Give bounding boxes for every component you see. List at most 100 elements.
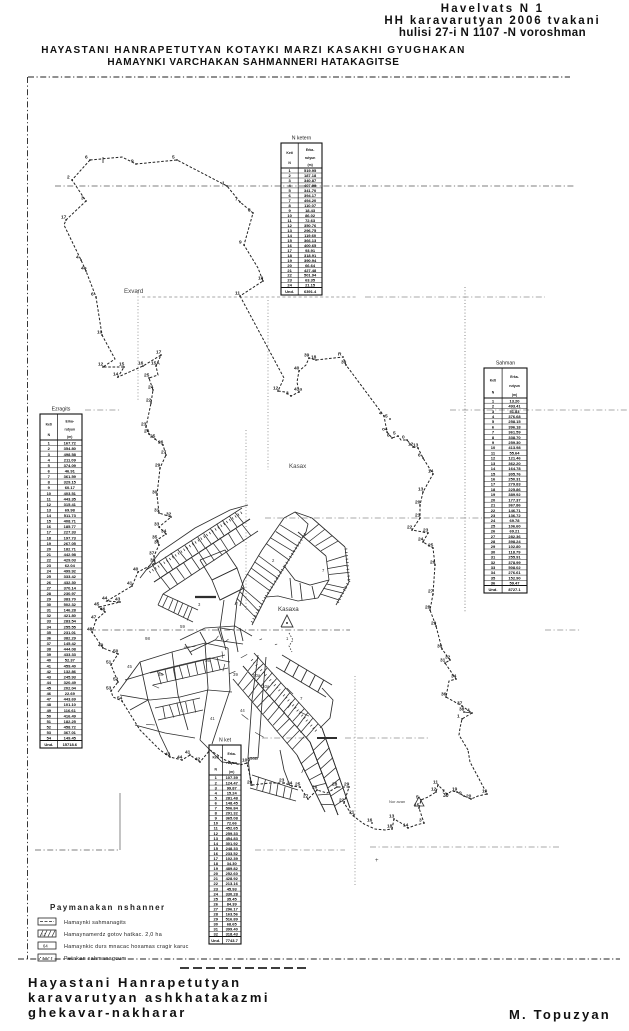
svg-text:320.49: 320.49 [64, 680, 77, 685]
svg-text:5: 5 [48, 463, 51, 468]
svg-text:121.46: 121.46 [508, 456, 521, 461]
svg-text:24: 24 [47, 569, 52, 574]
svg-text:45: 45 [127, 664, 132, 669]
svg-text:13: 13 [418, 487, 424, 493]
svg-text:54: 54 [117, 696, 123, 702]
svg-text:101.10: 101.10 [64, 702, 77, 707]
svg-text:39: 39 [304, 353, 310, 359]
svg-text:4: 4 [492, 414, 495, 419]
svg-text:279.83: 279.83 [508, 482, 521, 487]
svg-text:502.32: 502.32 [64, 602, 77, 607]
svg-text:3: 3 [215, 785, 218, 790]
svg-text:50: 50 [113, 649, 119, 655]
svg-text:86.02: 86.02 [305, 213, 316, 218]
svg-text:45: 45 [47, 686, 52, 691]
svg-text:255.55: 255.55 [64, 624, 77, 629]
svg-text:32: 32 [491, 560, 496, 565]
svg-text:31: 31 [154, 508, 160, 514]
svg-text:494.20: 494.20 [304, 198, 317, 203]
svg-text:N: N [214, 768, 217, 772]
svg-text:202.04: 202.04 [64, 686, 77, 691]
svg-text:R: R [338, 352, 342, 358]
svg-text:52: 52 [113, 677, 119, 683]
svg-text:(m): (m) [67, 435, 72, 439]
svg-text:408.71: 408.71 [64, 519, 77, 524]
svg-text:30a: 30a [262, 684, 270, 689]
svg-text:7: 7 [442, 789, 445, 795]
svg-text:3: 3 [288, 178, 291, 183]
svg-text:416.49: 416.49 [64, 713, 77, 718]
svg-text:3: 3 [81, 196, 84, 202]
svg-text:185.77: 185.77 [64, 524, 77, 529]
svg-text:248.33: 248.33 [226, 846, 239, 851]
svg-text:11: 11 [433, 780, 438, 786]
svg-text:459.40: 459.40 [64, 663, 77, 668]
svg-text:19: 19 [213, 866, 218, 871]
svg-text:14: 14 [287, 233, 292, 238]
svg-text:23: 23 [423, 528, 429, 534]
svg-text:21: 21 [491, 503, 496, 508]
svg-text:30: 30 [152, 490, 158, 496]
svg-text:6: 6 [418, 453, 421, 459]
svg-text:29: 29 [213, 917, 218, 922]
svg-text:9: 9 [215, 816, 218, 821]
svg-text:15: 15 [47, 519, 52, 524]
svg-text:15718.6: 15718.6 [63, 742, 78, 747]
svg-text:9: 9 [131, 159, 134, 165]
svg-text:27: 27 [161, 450, 167, 456]
svg-text:367.86: 367.86 [508, 503, 521, 508]
svg-text:9: 9 [288, 208, 291, 213]
svg-text:267.05: 267.05 [64, 541, 77, 546]
svg-text:93.91: 93.91 [305, 248, 316, 253]
svg-text:333.42: 333.42 [64, 574, 77, 579]
svg-text:Petakan sahmanagcum: Petakan sahmanagcum [64, 956, 127, 962]
svg-text:2: 2 [215, 780, 218, 785]
svg-text:7: 7 [48, 474, 51, 479]
svg-text:7: 7 [492, 430, 495, 435]
svg-text:5: 5 [288, 188, 291, 193]
svg-text:47: 47 [91, 615, 97, 621]
svg-text:4: 4 [467, 708, 470, 714]
svg-text:7743.7: 7743.7 [226, 938, 239, 943]
svg-text:0: 0 [402, 435, 405, 441]
svg-text:25: 25 [47, 574, 52, 579]
svg-text:119.60: 119.60 [304, 233, 317, 238]
svg-text:30: 30 [47, 602, 52, 607]
svg-text:15A: 15A [151, 361, 160, 367]
svg-text:13: 13 [491, 461, 496, 466]
svg-text:18: 18 [491, 487, 496, 492]
svg-text:12: 12 [213, 831, 218, 836]
svg-text:23: 23 [47, 563, 52, 568]
svg-text:102.39: 102.39 [226, 856, 239, 861]
svg-text:16: 16 [491, 477, 496, 482]
svg-text:230.97: 230.97 [64, 591, 77, 596]
svg-text:9: 9 [239, 240, 242, 246]
svg-text:493.41: 493.41 [508, 404, 521, 409]
svg-text:68.65: 68.65 [227, 922, 238, 927]
svg-text:390.94: 390.94 [304, 258, 317, 263]
svg-text:40: 40 [47, 658, 52, 663]
svg-text:13: 13 [389, 814, 395, 820]
svg-text:50a: 50a [253, 673, 261, 678]
svg-text:37: 37 [457, 701, 463, 707]
svg-text:42: 42 [47, 669, 52, 674]
svg-text:7: 7 [322, 568, 325, 573]
svg-text:118.79: 118.79 [508, 549, 521, 554]
svg-text:227.33: 227.33 [64, 530, 77, 535]
svg-text:24: 24 [287, 283, 292, 288]
svg-text:245.93: 245.93 [64, 674, 77, 679]
svg-text:49: 49 [98, 643, 104, 649]
svg-text:443.35: 443.35 [64, 496, 77, 501]
svg-text:276.61: 276.61 [508, 570, 521, 575]
svg-text:25: 25 [295, 782, 301, 788]
svg-text:29: 29 [344, 782, 350, 788]
svg-text:10: 10 [258, 276, 264, 282]
svg-text:109: 109 [242, 758, 250, 764]
svg-text:4: 4 [288, 183, 291, 188]
svg-text:26: 26 [430, 560, 436, 566]
svg-text:21: 21 [349, 810, 355, 816]
svg-text:25: 25 [428, 543, 434, 549]
svg-text:3: 3 [286, 391, 289, 397]
svg-text:18.43: 18.43 [305, 208, 316, 213]
svg-text:516.89: 516.89 [226, 917, 239, 922]
